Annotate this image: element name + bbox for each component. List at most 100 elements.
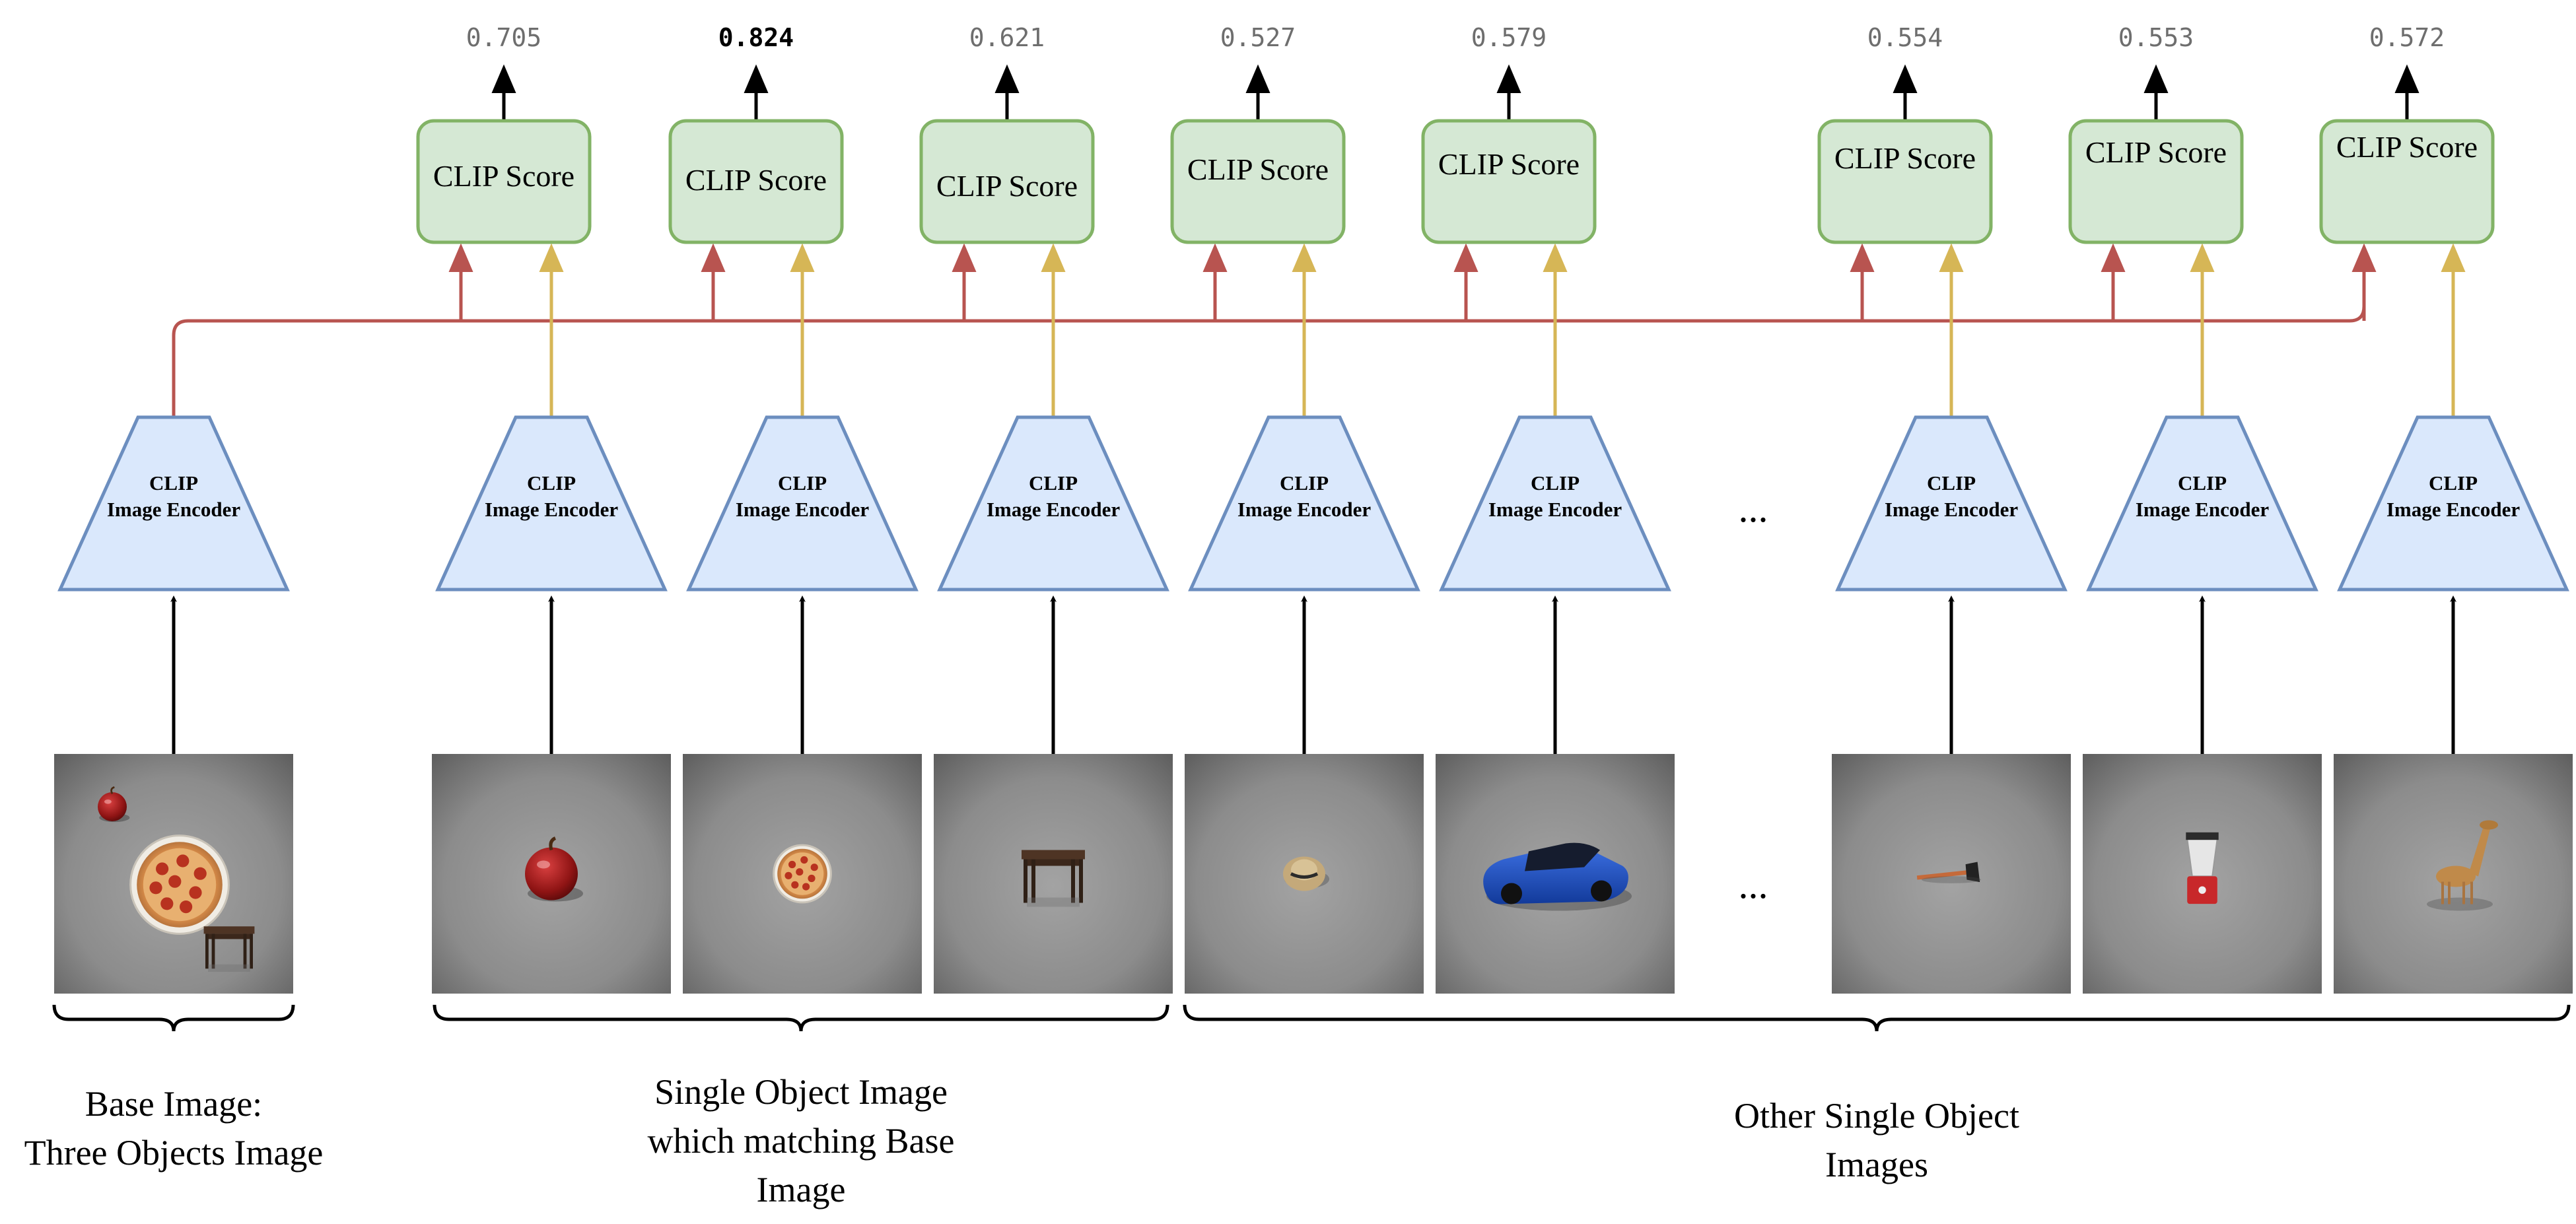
single-to-score-arrowhead: [2190, 243, 2215, 272]
score-value: 0.579: [1471, 23, 1547, 52]
score-output-arrowhead: [2394, 64, 2419, 93]
base-to-score-arrowhead: [1202, 243, 1228, 272]
image-encoder: [2337, 415, 2569, 592]
brace-matching: [433, 1004, 1169, 1032]
image-background: [934, 754, 1173, 994]
image-encoder: [1835, 415, 2068, 592]
encoder-label-name: Image Encoder: [736, 498, 870, 521]
single-to-score-arrowhead: [1292, 243, 1317, 272]
caption-base: Base Image:: [85, 1084, 262, 1124]
encoder-label-clip: CLIP: [2429, 471, 2478, 494]
single-to-score-arrowhead: [790, 243, 815, 272]
pepperoni: [180, 901, 193, 914]
axe-shadow: [1922, 876, 1981, 883]
caption-base: Three Objects Image: [24, 1133, 324, 1173]
giraffe-leg: [2470, 881, 2473, 904]
giraffe-leg: [2448, 881, 2451, 904]
encoder-label-clip: CLIP: [1280, 471, 1329, 494]
text-layer: CLIP Image Encoder CLIP Image Encoder CLIP Im…: [24, 23, 2521, 1209]
score-output-arrowhead: [994, 64, 1020, 93]
pepperoni: [156, 862, 169, 875]
image-apple: [432, 754, 671, 994]
car-glass: [1525, 842, 1600, 871]
brace-base: [52, 1004, 295, 1032]
clip-score-box: [1170, 119, 1346, 244]
image-encoder: [937, 415, 1169, 592]
encoder-label-name: Image Encoder: [1488, 498, 1622, 521]
apple-highlight: [104, 799, 112, 804]
encoder-label-clip: CLIP: [527, 471, 576, 494]
table-leg: [211, 934, 215, 969]
pepperoni: [149, 881, 162, 895]
clip-score-box: [416, 119, 592, 244]
score-value: 0.572: [2369, 23, 2445, 52]
axe-handle: [1916, 870, 1968, 880]
giraffe-shadow: [2427, 897, 2493, 911]
single-to-score-arrowhead: [1041, 243, 1066, 272]
clip-score-box: [1817, 119, 1993, 244]
single-to-score-arrowhead: [539, 243, 564, 272]
score-value: 0.824: [718, 23, 794, 52]
apple-highlight: [537, 860, 550, 869]
encoder-label-clip: CLIP: [1531, 471, 1580, 494]
encoder-label-clip: CLIP: [1927, 471, 1976, 494]
hat-band: [1290, 872, 1319, 879]
blender-jar: [2186, 838, 2218, 877]
image-car: [1436, 754, 1675, 994]
apple-body: [98, 792, 127, 821]
pepperoni: [160, 897, 174, 910]
pepperoni: [796, 868, 804, 876]
clip-score-box: [668, 119, 844, 244]
blocks-layer: [57, 119, 2569, 592]
clip-score-label: CLIP Score: [936, 169, 1078, 203]
encoder-label-clip: CLIP: [149, 471, 198, 494]
pepperoni: [176, 854, 190, 867]
caption-matching: which matching Base: [648, 1121, 955, 1161]
pepperoni: [193, 867, 207, 880]
clip-score-label: CLIP Score: [685, 163, 827, 197]
image-encoder: [57, 415, 290, 592]
giraffe-leg: [2462, 881, 2465, 904]
image-table: [934, 754, 1173, 994]
score-output-arrowhead: [1893, 64, 1918, 93]
pepperoni: [808, 874, 816, 883]
score-value: 0.554: [1867, 23, 1943, 52]
image-axe: [1832, 754, 2071, 994]
encoder-label-name: Image Encoder: [485, 498, 619, 521]
car-wheel: [1591, 880, 1612, 902]
image-encoder: [1188, 415, 1420, 592]
table-leg: [1071, 859, 1075, 903]
pepperoni: [802, 883, 810, 891]
apple-stem: [110, 786, 115, 794]
image-giraffe: [2334, 754, 2573, 994]
base-to-score-arrowhead: [448, 243, 473, 272]
image-base-image: [54, 754, 293, 994]
caption-matching: Image: [757, 1170, 846, 1209]
clip-score-box: [2319, 119, 2495, 244]
encoder-label-clip: CLIP: [1029, 471, 1078, 494]
encoder-label-name: Image Encoder: [2136, 498, 2270, 521]
giraffe-neck: [2469, 826, 2490, 877]
base-to-score-arrowhead: [2351, 243, 2377, 272]
base-to-score-arrowhead: [1850, 243, 1875, 272]
image-encoder: [686, 415, 919, 592]
caption-other: Other Single Object: [1734, 1096, 2019, 1136]
encoder-label-name: Image Encoder: [1237, 498, 1372, 521]
table-leg: [1024, 859, 1027, 903]
pepperoni: [788, 860, 796, 869]
encoder-label-name: Image Encoder: [1885, 498, 2019, 521]
clip-score-box: [1421, 119, 1597, 244]
clip-score-label: CLIP Score: [1834, 141, 1976, 175]
score-output-arrowhead: [744, 64, 769, 93]
score-output-arrowhead: [2143, 64, 2169, 93]
score-output-arrowhead: [491, 64, 516, 93]
clip-score-box: [2068, 119, 2244, 244]
encoder-label-name: Image Encoder: [107, 498, 241, 521]
giraffe-body: [2436, 866, 2476, 887]
clip-score-label: CLIP Score: [1438, 147, 1580, 181]
single-to-score-arrowhead: [1939, 243, 1964, 272]
car-wheel: [1501, 883, 1522, 904]
table-leg: [205, 934, 209, 969]
captions-layer: [52, 1004, 2571, 1032]
